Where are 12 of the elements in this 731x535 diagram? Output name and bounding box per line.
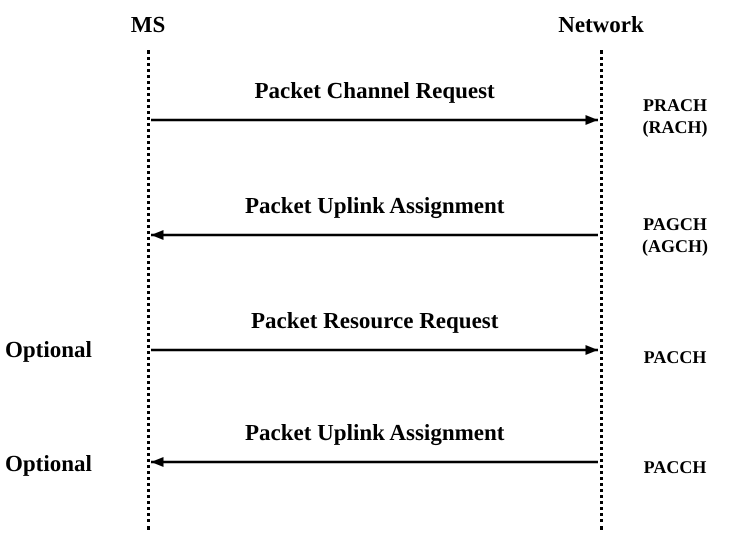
message-arrow <box>151 230 598 240</box>
note-label: Optional <box>5 451 93 477</box>
message-arrow <box>151 115 598 125</box>
channel-label: PAGCH (AGCH) <box>641 213 709 257</box>
lifeline-header: Network <box>557 11 645 39</box>
note-label: Optional <box>5 337 93 363</box>
channel-label: PACCH <box>642 456 708 478</box>
lifeline-header: MS <box>130 11 166 39</box>
channel-label: PRACH (RACH) <box>642 94 708 138</box>
message-arrow <box>151 457 598 467</box>
message-arrow <box>151 345 598 355</box>
channel-label: PACCH <box>642 346 708 368</box>
